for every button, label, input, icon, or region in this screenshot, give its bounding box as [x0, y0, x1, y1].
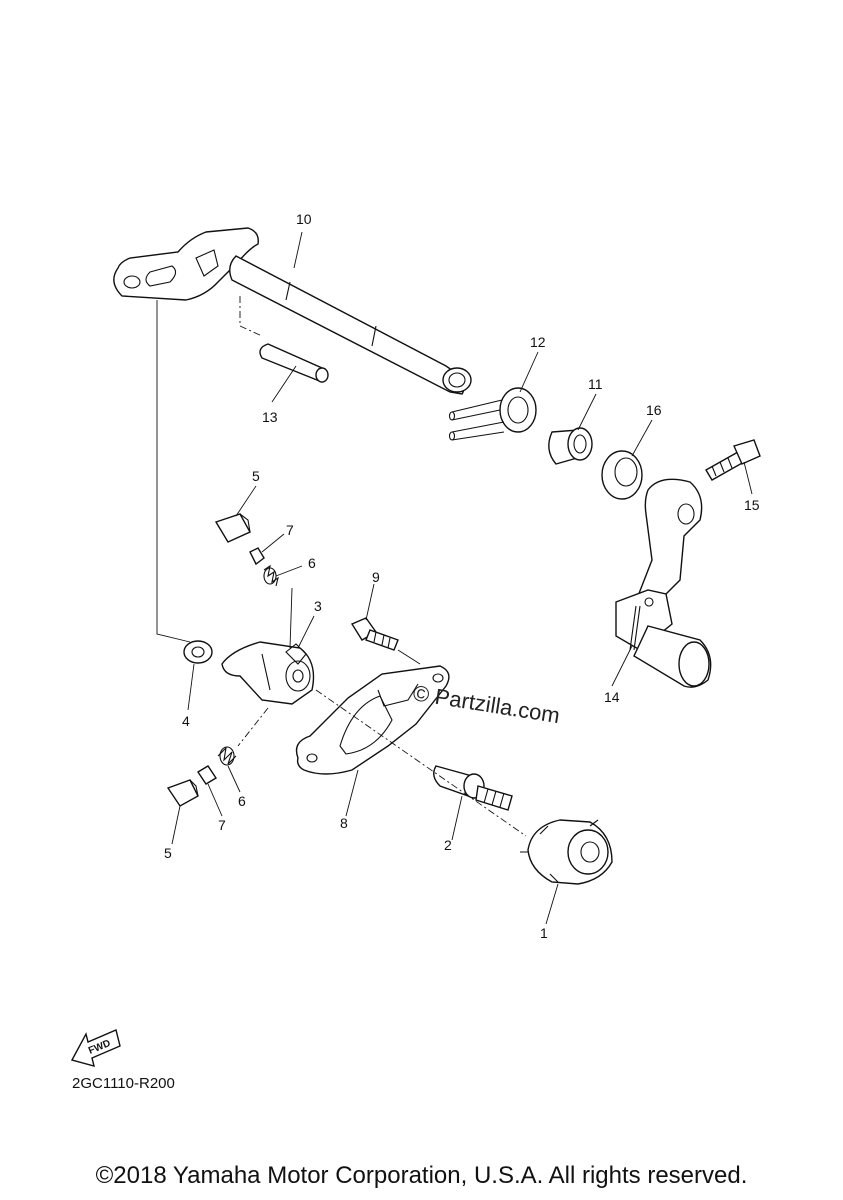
part-7-pin-lower[interactable]: [197, 765, 217, 785]
callout-7-upper: 7: [286, 522, 294, 538]
callout-5-upper: 5: [252, 468, 260, 484]
callout-13: 13: [262, 409, 278, 425]
callout-12: 12: [530, 334, 546, 350]
callout-15: 15: [744, 497, 760, 513]
diagram-code: 2GC1110-R200: [72, 1075, 175, 1092]
part-9-bolt[interactable]: [350, 617, 399, 651]
leader-lines: [171, 231, 753, 925]
part-1-segment[interactable]: [520, 819, 613, 885]
part-10-shift-shaft[interactable]: [113, 227, 472, 395]
part-15-bolt[interactable]: [705, 439, 761, 481]
callout-7-lower: 7: [218, 817, 226, 833]
part-2-shoulder-bolt[interactable]: [433, 765, 513, 811]
callout-16: 16: [646, 402, 662, 418]
callout-6-upper: 6: [308, 555, 316, 571]
callout-3: 3: [314, 598, 322, 614]
watermark: © Partzilla.com: [411, 680, 561, 728]
callout-10: 10: [296, 211, 312, 227]
assembly-lines: [156, 296, 527, 837]
callout-4: 4: [182, 713, 190, 729]
part-4-washer[interactable]: [183, 640, 213, 664]
part-3-shift-lever[interactable]: [221, 641, 315, 705]
callout-11: 11: [588, 376, 603, 392]
part-13-pin[interactable]: [259, 343, 329, 383]
callout-1: 1: [540, 925, 548, 941]
callout-5-lower: 5: [164, 845, 172, 861]
part-7-pin-upper[interactable]: [249, 547, 265, 566]
callouts: 10 13 12 11 16 15 14 5 7 6 9 3 4 6 7 5 8…: [164, 211, 760, 941]
copyright-notice: ©2018 Yamaha Motor Corporation, U.S.A. A…: [95, 1162, 748, 1189]
callout-6-lower: 6: [238, 793, 246, 809]
callout-9: 9: [372, 569, 380, 585]
part-14-shift-pedal[interactable]: [615, 478, 712, 688]
part-6-spring-upper[interactable]: [263, 564, 279, 587]
part-5-stopper-lower[interactable]: [166, 779, 199, 807]
callout-8: 8: [340, 815, 348, 831]
part-8-plate[interactable]: [295, 665, 450, 775]
callout-2: 2: [444, 837, 452, 853]
fwd-arrow-icon: FWD: [70, 1029, 121, 1067]
callout-14: 14: [604, 689, 620, 705]
part-12-torsion-spring[interactable]: [448, 387, 537, 441]
part-16-oil-seal[interactable]: [601, 450, 643, 500]
part-5-stopper-upper[interactable]: [214, 513, 251, 543]
part-11-collar[interactable]: [548, 427, 593, 465]
part-6-spring-lower[interactable]: [217, 746, 237, 766]
